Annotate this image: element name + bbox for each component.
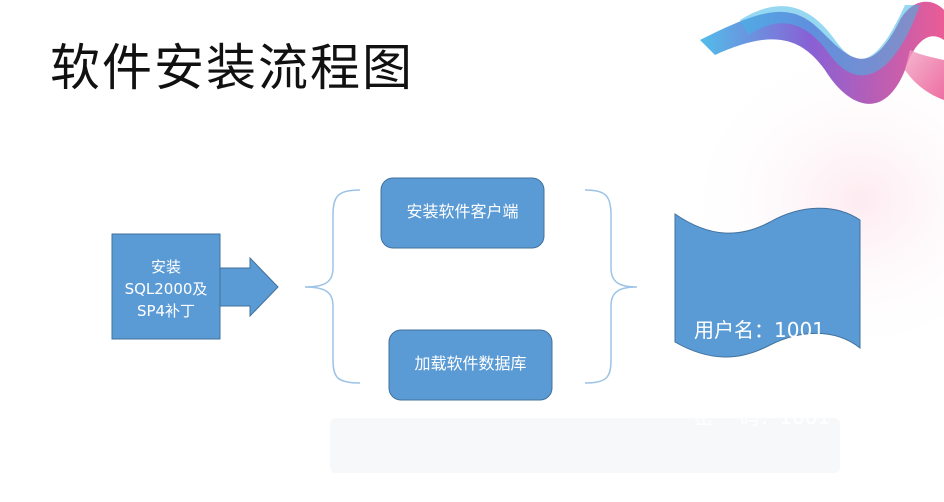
left-brace <box>304 189 361 384</box>
install-client-label: 安装软件客户端 <box>406 202 519 221</box>
install-sql-line3: SP4补丁 <box>136 302 196 320</box>
install-sql-label: 安装 SQL2000及 SP4补丁 <box>112 256 220 322</box>
flow-arrow <box>219 256 279 318</box>
install-sql-line2: SQL2000及 <box>124 280 208 298</box>
credentials-shape <box>674 207 861 358</box>
ribbon-highlight <box>740 5 920 76</box>
load-database-box <box>388 329 553 401</box>
install-client-box <box>380 177 545 249</box>
ribbon-tail <box>905 50 944 100</box>
watermark-shape <box>330 418 840 473</box>
right-brace <box>584 189 638 384</box>
username-line: 用户名：1001 <box>694 318 825 342</box>
load-database-label: 加载软件数据库 <box>414 354 527 373</box>
password-line: 密 码：1001 <box>694 405 831 429</box>
slide-title: 软件安装流程图 <box>50 39 414 97</box>
credentials-label: 用户名：1001 密 码：1001 <box>680 258 874 490</box>
install-sql-box <box>111 233 221 340</box>
install-sql-line1: 安装 <box>150 258 181 276</box>
